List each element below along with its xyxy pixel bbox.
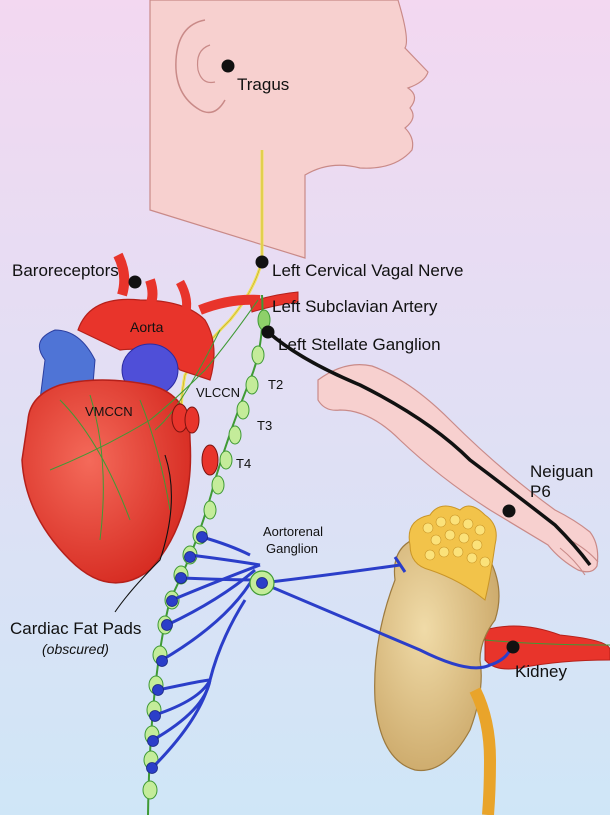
label-t2: T2 — [268, 378, 283, 392]
marker-p6 — [503, 505, 516, 518]
label-kidney: Kidney — [515, 663, 567, 682]
label-vmccn: VMCCN — [85, 405, 133, 419]
marker-kidney — [507, 641, 520, 654]
label-left-cervical-vagal-nerve: Left Cervical Vagal Nerve — [272, 262, 464, 281]
label-t3: T3 — [257, 419, 272, 433]
marker-vagal-nerve — [256, 256, 269, 269]
label-neiguan: Neiguan — [530, 463, 593, 482]
label-obscured: (obscured) — [42, 642, 109, 657]
label-cardiac-fat-pads: Cardiac Fat Pads — [10, 620, 141, 639]
label-ganglion: Ganglion — [266, 542, 318, 556]
marker-tragus — [222, 60, 235, 73]
label-t4: T4 — [236, 457, 251, 471]
label-left-subclavian-artery: Left Subclavian Artery — [272, 298, 437, 317]
marker-baroreceptors — [129, 276, 142, 289]
label-aorta: Aorta — [130, 320, 163, 335]
label-left-stellate-ganglion: Left Stellate Ganglion — [278, 336, 441, 355]
label-p6: P6 — [530, 483, 551, 502]
label-aortorenal: Aortorenal — [263, 525, 323, 539]
label-baroreceptors: Baroreceptors — [12, 262, 119, 281]
label-tragus: Tragus — [237, 76, 289, 95]
marker-stellate-ganglion — [262, 326, 275, 339]
label-vlccn: VLCCN — [196, 386, 240, 400]
